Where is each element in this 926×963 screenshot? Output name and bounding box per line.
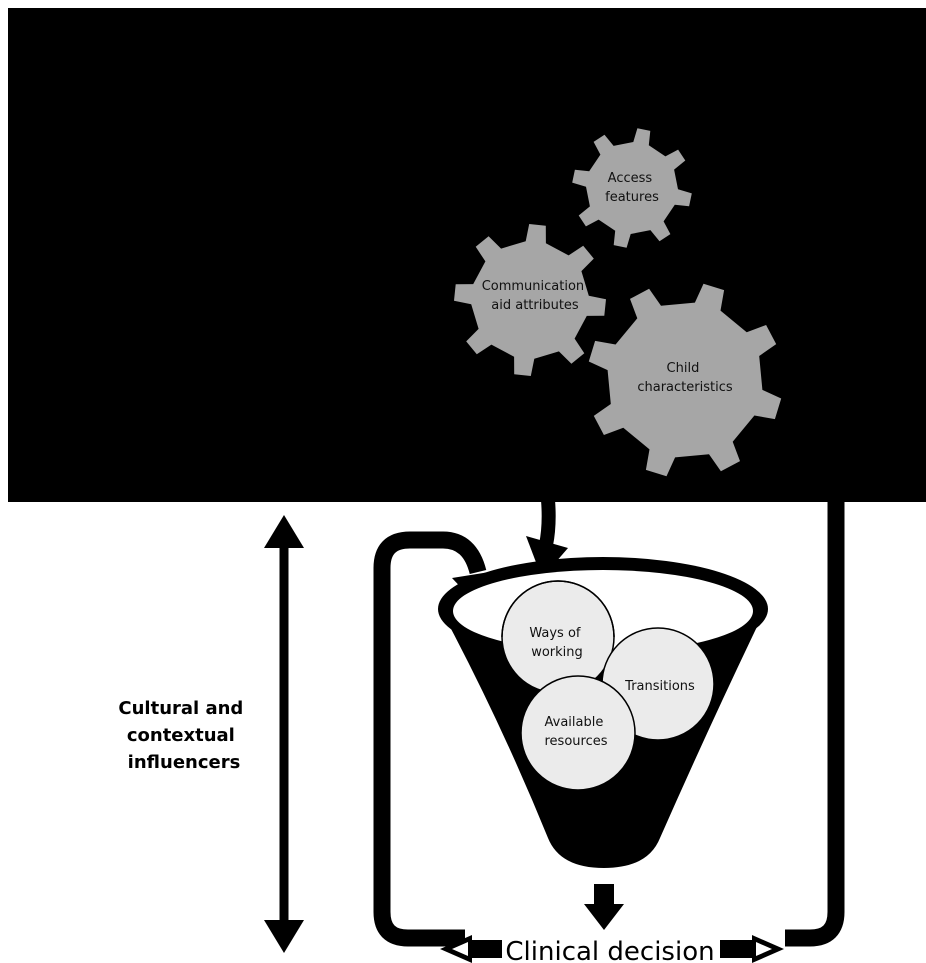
- gear-communication-shape: [454, 224, 606, 376]
- gear-communication-line-1: Communication: [482, 279, 584, 294]
- gear-access-shape: [572, 128, 692, 248]
- funnel-output-arrow: [584, 884, 624, 930]
- gear-child-shape: [588, 283, 782, 477]
- gear-communication-aid: Communication aid attributes: [454, 224, 606, 376]
- gear-communication-label: Communication aid attributes: [482, 279, 589, 313]
- gear-access-line-1: Access: [608, 171, 653, 186]
- influencers-label: Cultural and contextual influencers: [118, 698, 249, 773]
- gear-access-label: Access features: [605, 171, 659, 205]
- resources-line-1: Available: [545, 715, 604, 730]
- transitions-line-1: Transitions: [624, 679, 695, 694]
- decision-left-arrow-hollow: [452, 942, 468, 956]
- decision-right-arrow-shaft: [720, 940, 756, 958]
- gears-to-funnel-arrow-shaft: [539, 499, 556, 547]
- influencers-line-3: influencers: [128, 752, 241, 773]
- clinical-decision-label: Clinical decision: [505, 937, 714, 963]
- gear-communication-line-2: aid attributes: [491, 298, 579, 313]
- transitions-label: Transitions: [624, 679, 695, 694]
- ways-circle-top: [501, 580, 615, 638]
- decision-left-arrow-shaft: [468, 940, 502, 958]
- influencers-arrow-head-down: [264, 920, 304, 953]
- background-panel: [8, 8, 926, 502]
- gear-child-line-2: characteristics: [637, 380, 732, 395]
- gears-to-funnel-arrow-head: [526, 536, 568, 578]
- gear-access-features: Access features: [572, 128, 692, 248]
- resources-label: Available resources: [544, 715, 607, 749]
- decision-right-arrow-hollow: [756, 942, 772, 956]
- resources-circle: [520, 675, 636, 791]
- influencers-line-1: Cultural and: [118, 698, 243, 719]
- funnel-output-arrow-head: [584, 904, 624, 930]
- gear-child-line-1: Child: [667, 361, 700, 376]
- ways-line-1: Ways of: [529, 626, 581, 641]
- influencers-arrow-head-up: [264, 515, 304, 548]
- influencers-arrow: [264, 515, 304, 953]
- gear-child-label: Child characteristics: [637, 361, 732, 395]
- funnel-output-arrow-shaft: [594, 884, 614, 906]
- decision-left-arrow: [440, 935, 502, 963]
- decision-right-arrow: [720, 935, 784, 963]
- influencers-line-2: contextual: [127, 725, 235, 746]
- gear-child-characteristics: Child characteristics: [588, 283, 782, 477]
- resources-line-2: resources: [544, 734, 607, 749]
- funnel-circle-available-resources: [520, 675, 636, 791]
- ways-label: Ways of working: [529, 626, 584, 660]
- feedback-loop: [373, 531, 487, 947]
- gear-access-line-2: features: [605, 190, 659, 205]
- right-loop: [785, 502, 845, 947]
- ways-line-2: working: [531, 645, 583, 660]
